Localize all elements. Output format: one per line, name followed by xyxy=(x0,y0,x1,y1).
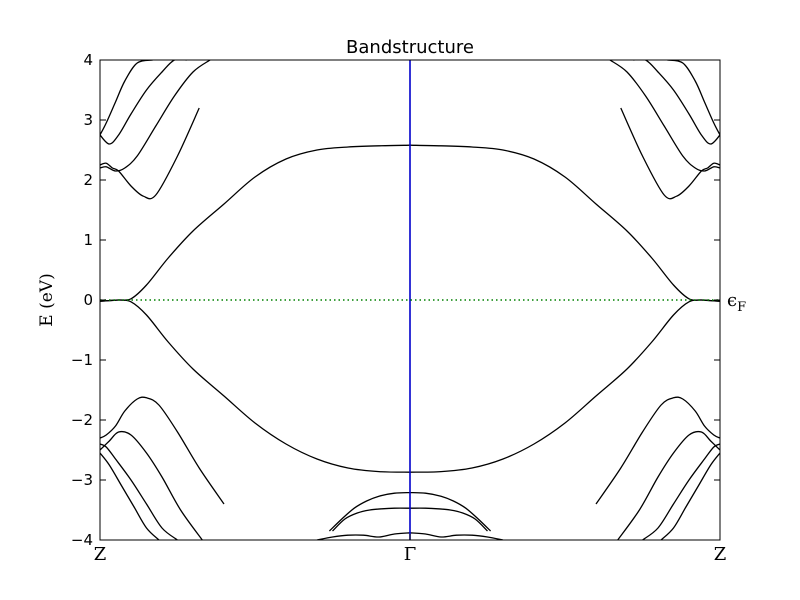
x-tick-label: Γ xyxy=(404,544,417,565)
fermi-level-label: ϵF xyxy=(727,290,746,315)
y-tick-label: 2 xyxy=(83,171,93,189)
band-line-11-right xyxy=(409,491,492,532)
band-line-8-left xyxy=(100,430,203,540)
band-line-3-right xyxy=(620,107,720,200)
band-line-9-right xyxy=(642,443,720,540)
y-tick-label: 0 xyxy=(83,291,93,309)
y-tick-label: 1 xyxy=(83,231,93,249)
band-line-12-left xyxy=(332,507,411,532)
band-line-9-left xyxy=(100,443,178,540)
band-line-2-left xyxy=(100,299,411,473)
bands-group xyxy=(100,60,720,540)
fermi-symbol: ϵ xyxy=(727,290,737,311)
y-tick-label: −4 xyxy=(71,531,93,549)
band-line-12-right xyxy=(409,507,488,532)
x-tick-label: Z xyxy=(714,544,727,565)
band-line-13-right xyxy=(409,532,504,540)
band-line-13-left xyxy=(316,532,411,540)
chart-title: Bandstructure xyxy=(346,37,474,58)
y-tick-label: −3 xyxy=(71,471,93,489)
band-line-6-left xyxy=(100,60,153,136)
band-line-11-left xyxy=(328,491,411,532)
band-line-5-right xyxy=(633,60,720,145)
band-line-7-right xyxy=(595,396,720,505)
y-tick-label: 4 xyxy=(83,51,93,69)
band-line-4-left xyxy=(100,60,211,172)
reference-lines-group xyxy=(100,60,720,540)
y-tick-label: 3 xyxy=(83,111,93,129)
y-axis-label: E (eV) xyxy=(37,273,57,326)
plot-area: −4 −3 −2 −1 0 1 2 3 4Z Γ Z xyxy=(71,51,726,565)
band-line-10-right xyxy=(660,452,720,540)
y-tick-label: −2 xyxy=(71,411,93,429)
band-line-8-right xyxy=(617,430,720,540)
band-line-3-left xyxy=(100,107,200,200)
y-tick-label: −1 xyxy=(71,351,93,369)
fermi-subscript: F xyxy=(737,300,746,315)
band-line-7-left xyxy=(100,396,225,505)
band-line-4-right xyxy=(609,60,720,172)
band-line-6-right xyxy=(667,60,720,136)
ticks-group: −4 −3 −2 −1 0 1 2 3 4Z Γ Z xyxy=(71,51,726,565)
x-tick-label: Z xyxy=(94,544,107,565)
band-line-5-left xyxy=(100,60,187,145)
band-line-10-left xyxy=(100,452,160,540)
band-line-2-right xyxy=(409,299,720,473)
